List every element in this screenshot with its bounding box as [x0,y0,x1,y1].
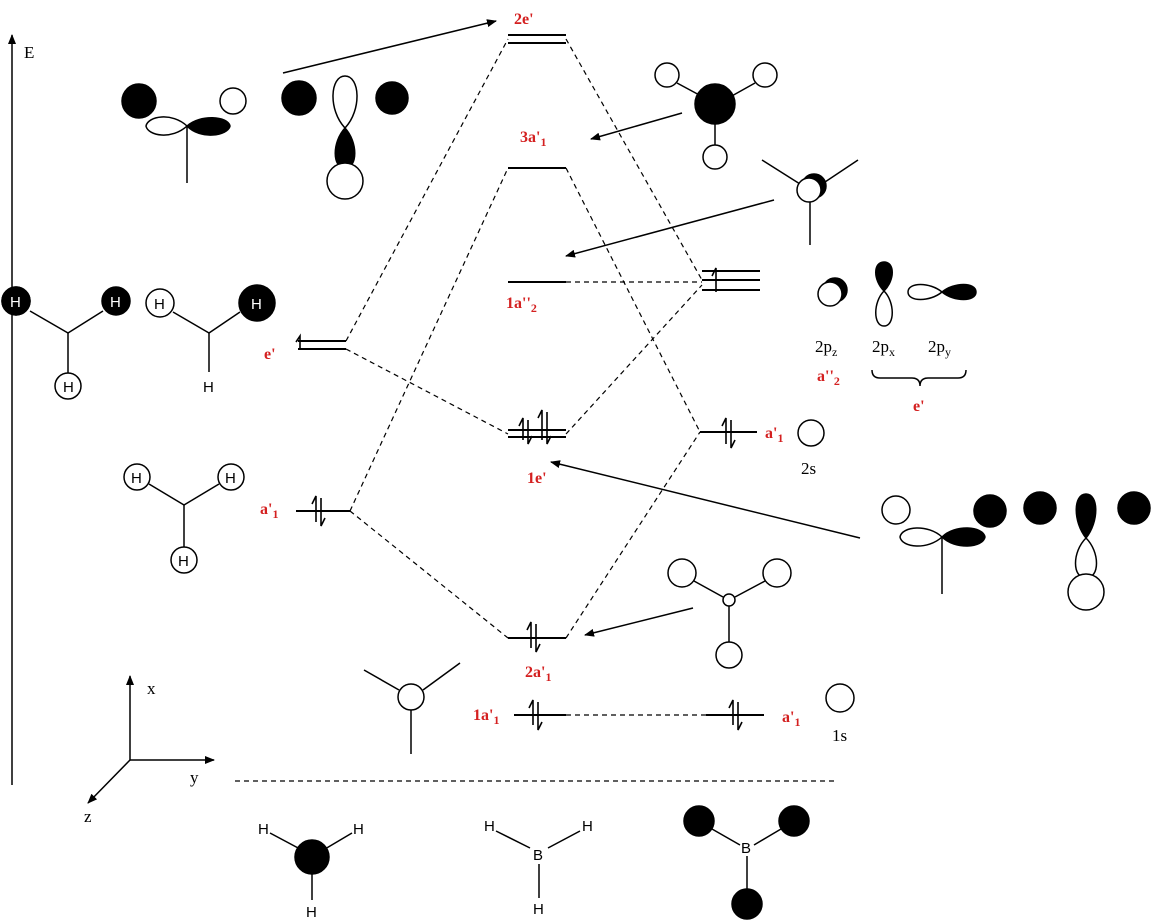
orbital-arrows [282,19,861,637]
boron-1s-orbital [825,683,855,713]
boron-2pz-label: 2pz [815,337,837,359]
energy-axis: E [7,34,34,785]
boron-2p-level [702,267,760,292]
svg-text:H: H [63,379,74,396]
boron-label-a1-prime-2s: a'1 [765,425,783,445]
boron-2s-label: 2s [801,459,816,478]
ligand-a1-prime-level [296,495,350,527]
boron-label-a1-prime-1s: a'1 [782,709,800,729]
svg-text:B: B [741,840,751,857]
svg-text:B: B [533,847,543,864]
svg-text:H: H [131,470,142,487]
boron-2py-orbital [907,283,977,301]
mo-1a2-dprime-picture [761,159,859,245]
bh3-structure-lewis: H H B H [484,818,593,918]
correlation-lines [345,38,706,716]
boron-1s-level [706,699,764,731]
mo-1a1-prime-picture [363,662,461,754]
mo-1e-prime-level [508,409,566,445]
axis-z-label: z [84,807,92,826]
boron-2px-label: 2px [872,337,895,359]
bh3-structure-boron-filled: H H H [258,821,364,921]
boron-1s-label: 1s [832,726,847,745]
mo-2a1-prime-picture [667,558,792,669]
ligand-label-a1-prime: a'1 [260,501,278,521]
mo-label-1a1-prime: 1a'1 [473,707,499,727]
ligand-e-prime-level [295,333,346,350]
mo-2a1-prime-level [508,621,566,653]
mo-2e-prime-picture-1 [121,83,247,183]
svg-text:H: H [582,818,593,835]
svg-text:H: H [533,901,544,918]
mo-label-1a2-dprime: 1a''2 [506,295,537,315]
boron-2s-orbital [797,419,825,447]
svg-text:H: H [353,821,364,838]
boron-2py-label: 2py [928,337,951,359]
svg-text:H: H [10,294,21,311]
svg-text:H: H [110,294,121,311]
svg-text:H: H [154,296,165,313]
e-prime-brace [871,369,967,387]
axis-x-label: x [147,679,156,698]
boron-label-e-prime-group: e' [913,398,925,415]
boron-label-a2-dprime: a''2 [817,368,840,388]
svg-text:H: H [306,904,317,921]
svg-text:H: H [258,821,269,838]
svg-text:H: H [178,553,189,570]
ligand-label-e-prime: e' [264,346,276,363]
mo-1e-prime-picture-1 [881,494,1007,594]
mo-1e-prime-picture-2 [1023,491,1151,611]
mo-label-2e-prime: 2e' [514,11,534,28]
svg-text:H: H [484,818,495,835]
svg-text:H: H [203,379,214,396]
boron-2pz-orbital [817,277,848,307]
mo-label-2a1-prime: 2a'1 [525,664,551,684]
mo-3a1-prime-picture [654,62,778,170]
mo-1a1-prime-level [514,699,566,731]
axis-y-label: y [190,768,199,787]
mo-label-3a1-prime: 3a'1 [520,129,546,149]
mo-2e-prime-level [508,34,566,44]
ligand-salc-e-prime-1: H H H [1,286,131,400]
mo-2e-prime-picture-2 [281,75,409,200]
coordinate-axes: x y z [84,675,215,826]
energy-axis-label: E [24,43,34,62]
boron-2s-level [700,417,757,449]
ligand-salc-a1-prime: H H H [123,463,245,574]
ligand-salc-e-prime-2: H H H [145,284,276,396]
bh3-structure-hydrogens-filled: B [683,805,810,920]
svg-text:H: H [251,296,262,313]
boron-2px-orbital [875,261,893,327]
svg-text:H: H [225,470,236,487]
mo-label-1e-prime: 1e' [527,470,547,487]
